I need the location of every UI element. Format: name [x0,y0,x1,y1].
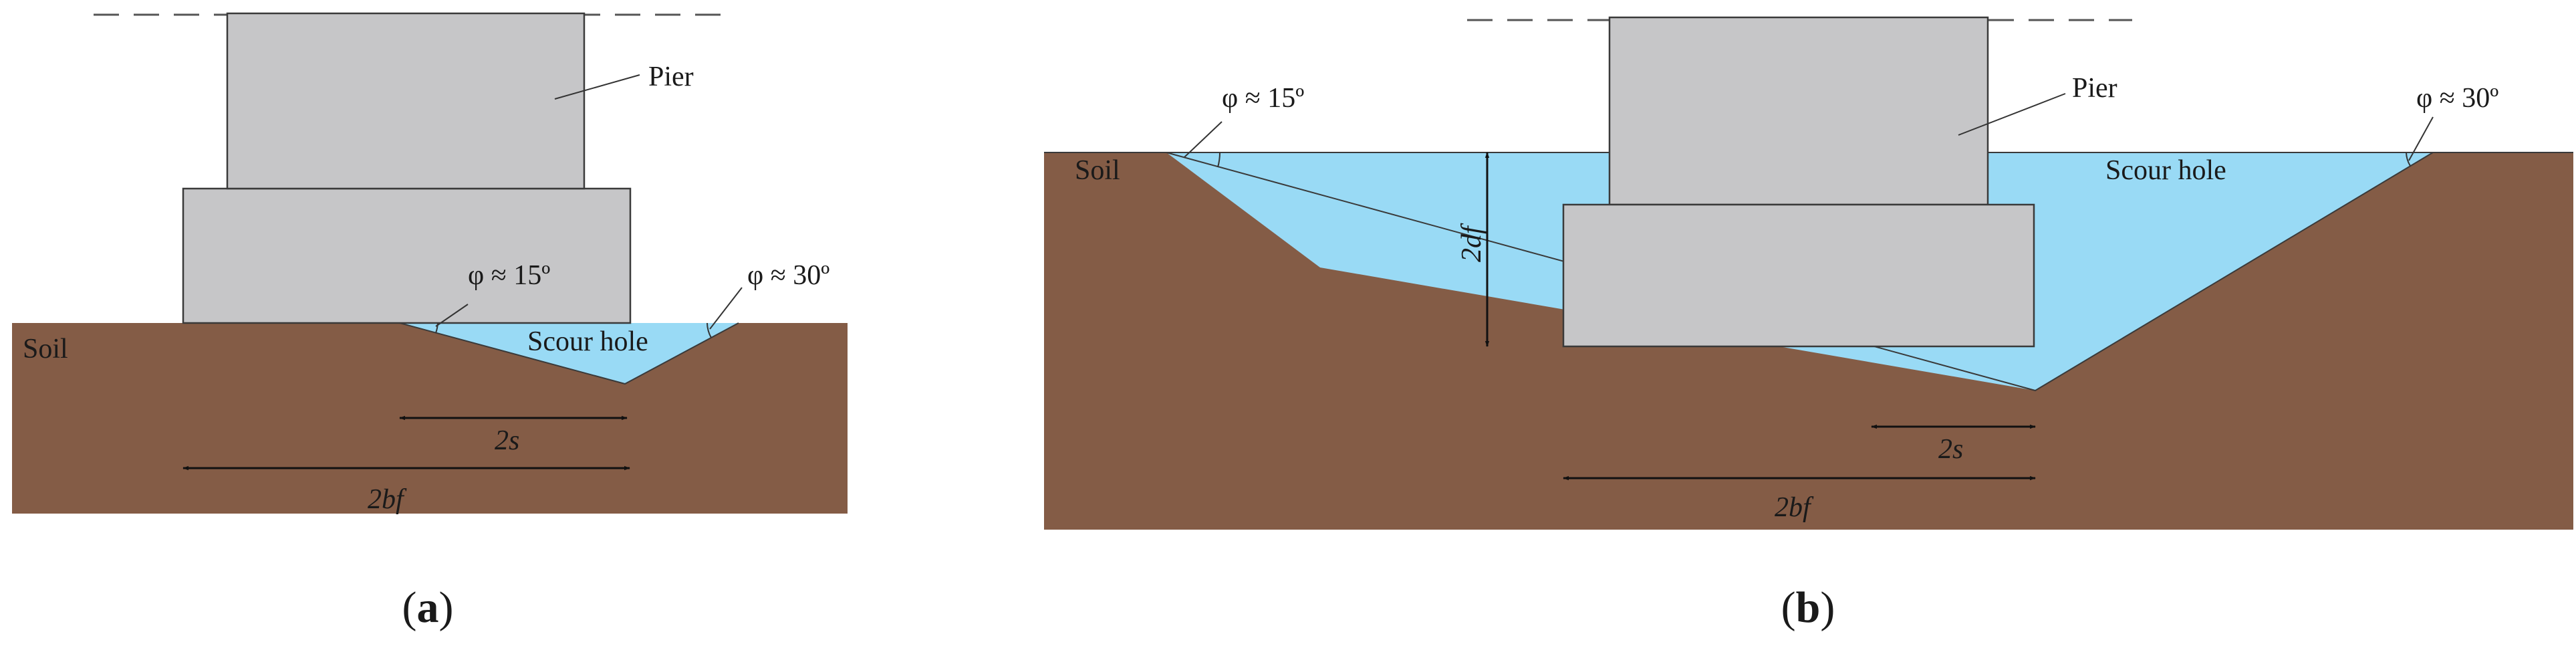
dim-2s-label: 2s [1938,434,1963,465]
dim-2bf-label: 2bf [1775,492,1814,523]
scour-hole [400,323,739,384]
soil-label: Soil [23,334,68,364]
angle-arc-right [706,322,712,338]
pier-column [1608,16,1989,206]
angle-arc-left [1217,152,1221,168]
dim-2bf-label: 2bf [368,484,407,515]
soil-label: Soil [1075,155,1120,186]
pier-label: Pier [2072,73,2117,104]
scour-hole-label: Scour hole [527,326,648,357]
angle-arc-right [2406,152,2411,167]
angle-right-label: φ ≈ 30º [2416,83,2498,114]
scour-hole-outline [399,322,739,385]
pier-label-leader [554,74,640,100]
dim-2df-label: 2df [1456,223,1487,262]
caption-b: (b) [1781,583,1835,632]
pier-label: Pier [648,62,694,92]
scour-hole-outline [1166,152,2434,392]
pier-label-leader [1958,93,2066,136]
dim-2s-label: 2s [495,425,519,456]
angle-right-leader [709,287,743,330]
angle-left-label: φ ≈ 15º [468,260,550,291]
pier-column [226,12,586,190]
angle-arc-left [435,322,438,334]
footing [182,187,632,324]
angle-right-leader [2408,116,2434,161]
scour-hole-label: Scour hole [2105,155,2226,186]
angle-left-label: φ ≈ 15º [1222,83,1304,114]
panel-a: Pier Soil Scour hole φ ≈ 15º φ ≈ 30º 2s … [12,12,848,632]
angle-right-label: φ ≈ 30º [747,260,829,291]
angle-left-leader [435,304,469,327]
panel-b: Pier Soil Scour hole φ ≈ 15º φ ≈ 30º 2df… [1044,16,2573,632]
footing [1562,203,2035,348]
caption-a: (a) [402,583,454,632]
angle-left-leader [1184,121,1222,158]
